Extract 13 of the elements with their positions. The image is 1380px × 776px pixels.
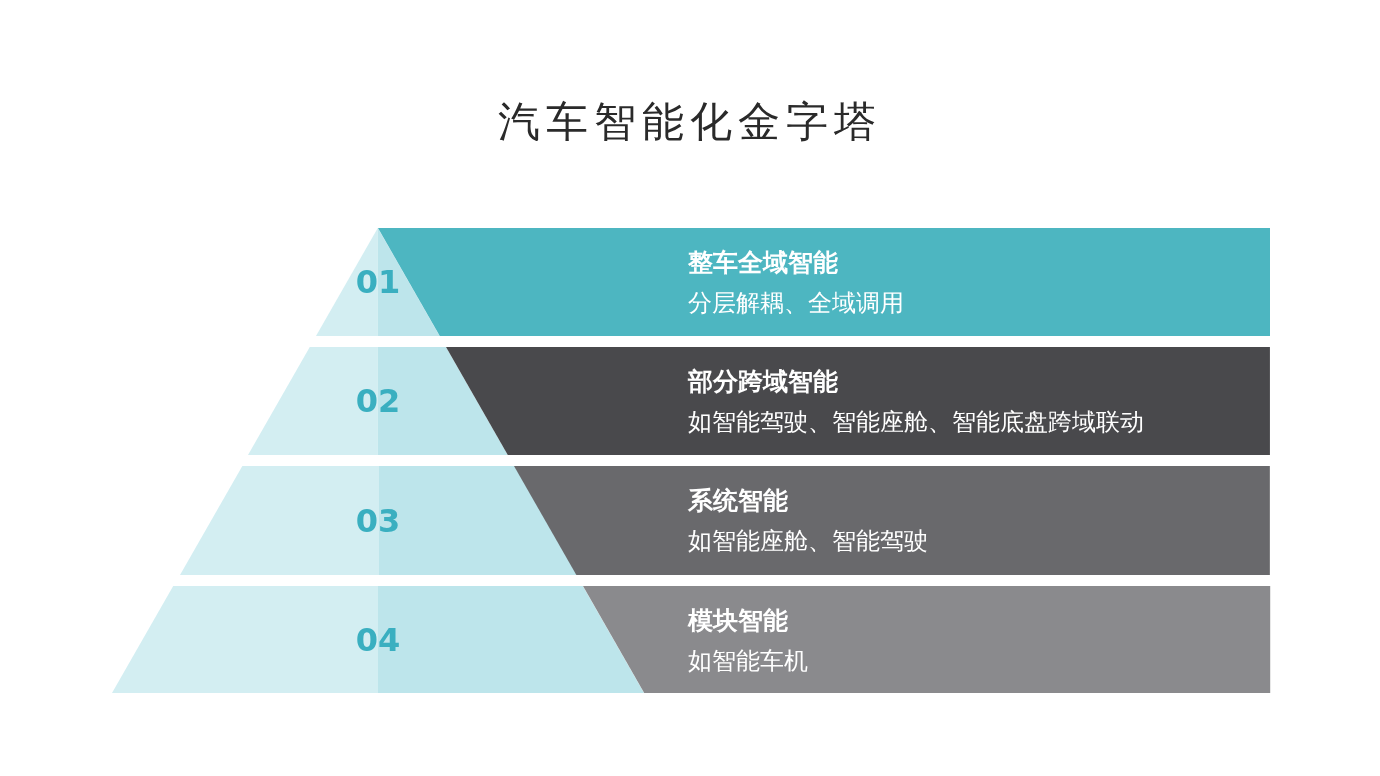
- tier-number: 02: [354, 381, 402, 421]
- tier-number: 01: [354, 262, 402, 302]
- tier-heading: 系统智能: [688, 485, 788, 517]
- tier-description: 如智能驾驶、智能座舱、智能底盘跨域联动: [688, 407, 1144, 438]
- title: 汽车智能化金字塔: [497, 96, 883, 148]
- tier-number: 03: [354, 500, 402, 541]
- tier-description: 如智能座舱、智能驾驶: [688, 526, 928, 557]
- tier-description: 分层解耦、全域调用: [688, 288, 904, 319]
- tier-heading: 整车全域智能: [688, 247, 838, 279]
- tier-number: 04: [354, 619, 402, 660]
- tier-heading: 模块智能: [688, 605, 788, 637]
- tier-heading: 部分跨域智能: [688, 366, 838, 398]
- tier-description: 如智能车机: [688, 646, 808, 677]
